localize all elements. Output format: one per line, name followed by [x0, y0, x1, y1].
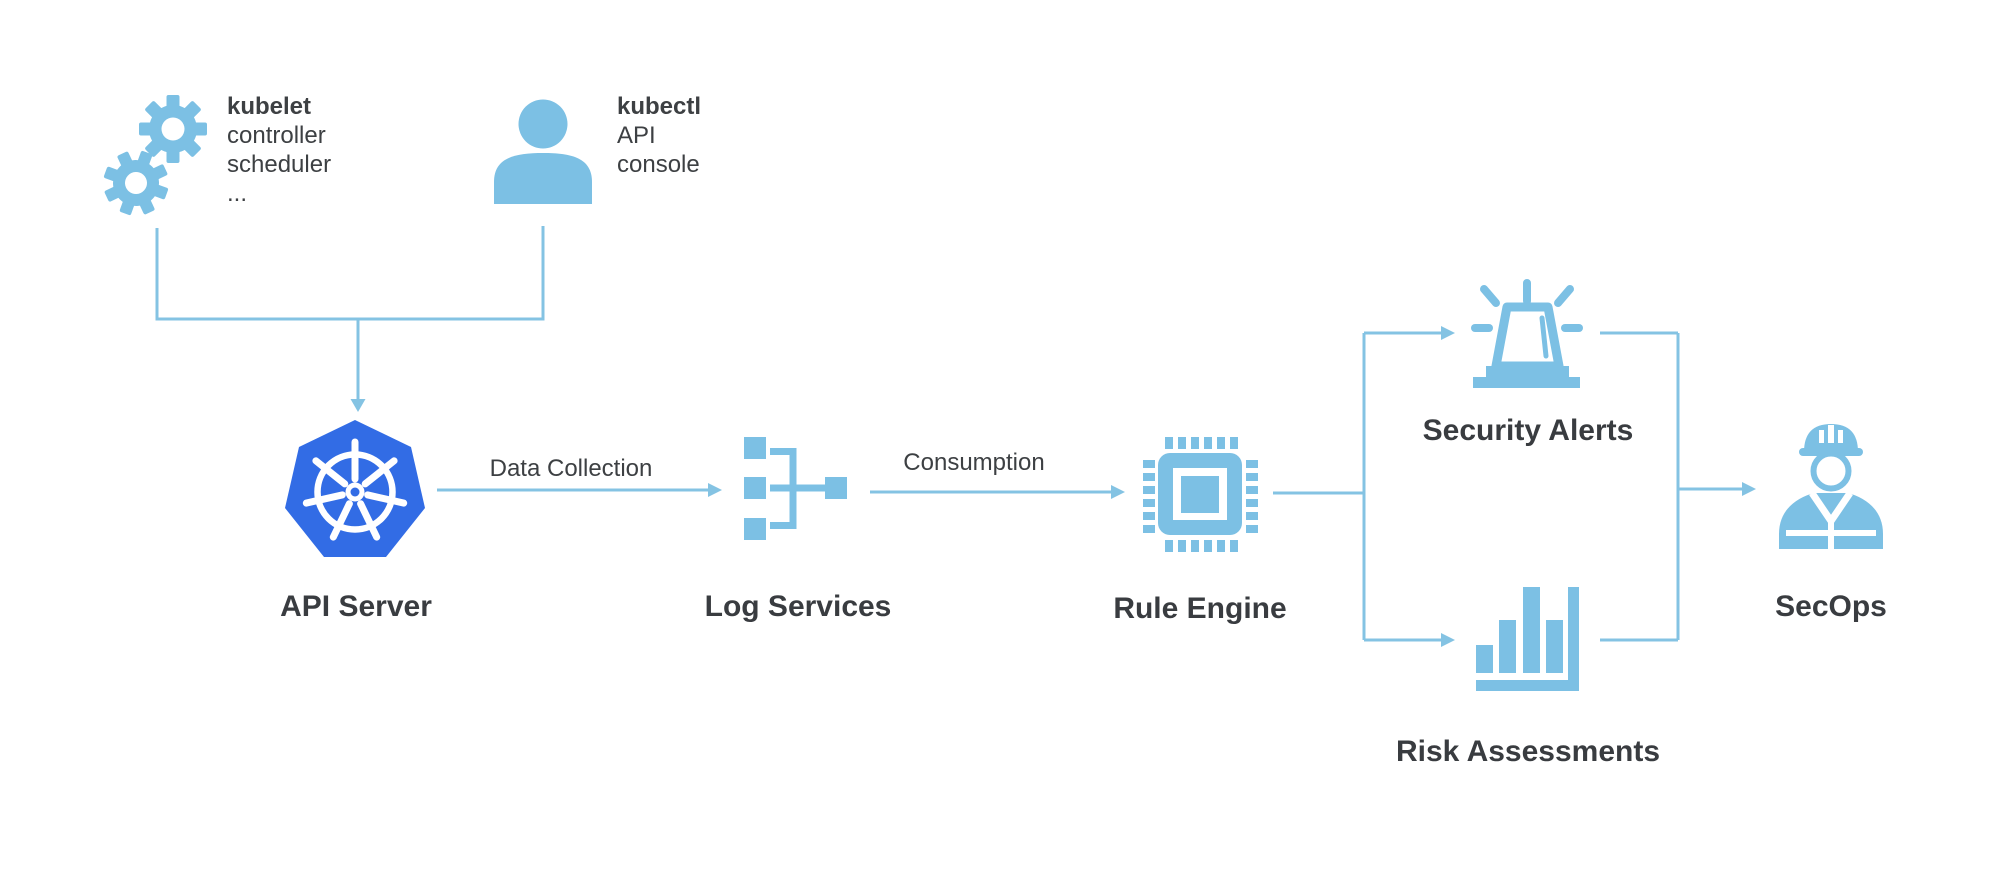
arrowhead-risk-assessments [1441, 633, 1455, 647]
worker-hardhat-icon [1779, 424, 1883, 549]
data-collection-label: Data Collection [489, 455, 653, 482]
siren-icon [1471, 279, 1583, 388]
arrowhead-secops [1742, 482, 1756, 496]
security-alerts-label: Security Alerts [1422, 414, 1634, 447]
sources-merge-bracket [155, 226, 545, 321]
user-sources-text: kubectl API console [617, 92, 701, 179]
arrowhead-security-alerts [1441, 326, 1455, 340]
workload-sources-text: kubelet controller scheduler ... [227, 92, 331, 208]
source-line: ... [227, 180, 248, 207]
risk-assessments-label: Risk Assessments [1395, 735, 1661, 768]
source-line: API [617, 122, 656, 149]
rule-engine-label: Rule Engine [1113, 592, 1287, 625]
bar-chart-icon [1476, 587, 1579, 691]
user-icon [494, 99, 592, 204]
secops-label: SecOps [1775, 590, 1887, 623]
gears-icon [103, 95, 207, 216]
consumption-label: Consumption [903, 449, 1045, 476]
api-server-label: API Server [280, 590, 432, 623]
source-line: kubectl [617, 93, 702, 120]
source-line: console [617, 151, 700, 178]
log-services-label: Log Services [704, 590, 892, 623]
arrowhead-consumption [1111, 485, 1125, 499]
kubernetes-wheel-icon [285, 420, 425, 557]
source-line: kubelet [227, 93, 312, 120]
cpu-chip-icon [1143, 437, 1258, 552]
source-line: scheduler [227, 151, 332, 178]
log-branch-icon [744, 437, 847, 540]
arrowhead-down-api-server [350, 399, 366, 412]
source-line: controller [227, 122, 326, 149]
arrowhead-data-collection [708, 483, 722, 497]
